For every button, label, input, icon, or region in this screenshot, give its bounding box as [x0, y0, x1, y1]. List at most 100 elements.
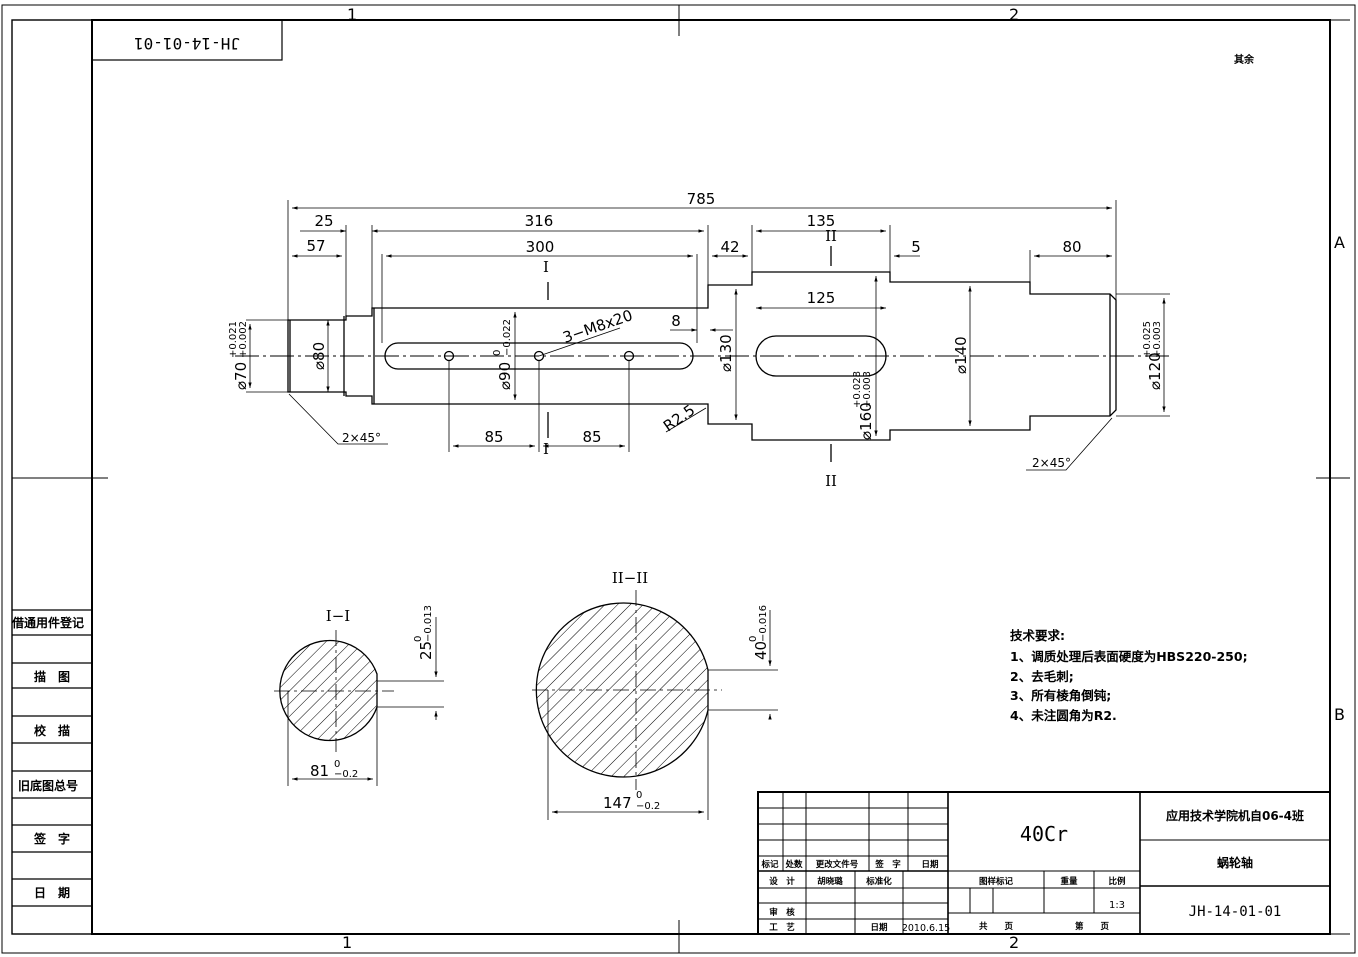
dim-85-right: 85: [582, 428, 601, 446]
tb-hdr-mark: 标记: [760, 859, 779, 870]
tb-school: 应用技术学院机自06-4班: [1166, 808, 1304, 823]
dia-70-tol-upper: +0.021: [228, 321, 239, 358]
section-i-width: 81: [310, 762, 329, 780]
chamfer-right: 2×45°: [1032, 456, 1071, 470]
tech-item-2: 2、去毛刺;: [1010, 669, 1074, 684]
dia-70-tol-lower: +0.002: [238, 321, 249, 358]
tech-item-1: 1、调质处理后表面硬度为HBS220-250;: [1010, 649, 1248, 664]
tb-total-pages: 共 页: [979, 921, 1014, 932]
zone-label-bottom-1: 1: [342, 933, 352, 952]
title-block: [757, 791, 1331, 935]
dia-120: ⌀120: [1146, 352, 1164, 390]
technical-requirements: 技术要求: 1、调质处理后表面硬度为HBS220-250; 2、去毛刺; 3、所…: [1010, 628, 1248, 723]
tb-design-label: 设 计: [769, 876, 795, 887]
tb-process: 工 艺: [769, 922, 795, 933]
tb-scale: 1:3: [1109, 900, 1125, 911]
dim-135: 135: [807, 212, 836, 230]
tb-scale-label: 比例: [1108, 876, 1126, 887]
dia-130: ⌀130: [717, 334, 735, 372]
dim-25: 25: [314, 212, 333, 230]
left-record-strip: [12, 609, 92, 907]
dia-70: ⌀70: [232, 362, 250, 390]
dia-90-tol-upper: 0: [492, 350, 503, 356]
section-mark-ii-top: II: [825, 227, 837, 245]
rotated-code-box: JH-14-01-01: [91, 19, 283, 61]
section-ii-width-tol-lower: −0.2: [636, 801, 660, 812]
section-ii-width-tol-upper: 0: [636, 790, 642, 801]
tb-hdr-sign: 签 字: [874, 859, 901, 870]
tech-item-3: 3、所有棱角倒钝;: [1010, 688, 1111, 703]
tb-sheet: 第 页: [1075, 921, 1110, 932]
section-i-key: 25: [417, 641, 435, 660]
tb-stage-mark: 图样标记: [979, 876, 1014, 887]
tech-item-4: 4、未注圆角为R2.: [1010, 708, 1117, 723]
dim-5: 5: [911, 238, 921, 256]
strip-borrowed-parts: 借通用件登记: [11, 615, 84, 630]
tb-material: 40Cr: [1020, 822, 1068, 846]
section-mark-i-top: I: [543, 258, 549, 276]
dia-140: ⌀140: [952, 336, 970, 374]
section-i-key-tol-upper: 0: [413, 636, 424, 642]
tb-hdr-date: 日期: [921, 859, 939, 870]
strip-check-tracing: 校 描: [34, 723, 70, 738]
dimension-lines: [246, 200, 1170, 471]
section-mark-i-bottom: I: [543, 440, 549, 458]
tb-hdr-change: 更改文件号: [816, 859, 859, 870]
tb-hdr-count: 处数: [784, 859, 803, 870]
dia-90: ⌀90: [496, 362, 514, 390]
dia-160-tol-lower: +0.003: [862, 371, 873, 408]
tb-weight: 重量: [1060, 876, 1078, 887]
zone-label-top-1: 1: [347, 5, 357, 24]
tb-date-value: 2010.6.15: [902, 923, 950, 934]
zone-label-bottom-2: 2: [1009, 933, 1019, 952]
dim-300: 300: [526, 238, 555, 256]
dia-120-tol-lower: +0.003: [1152, 321, 1163, 358]
section-ii-key-tol-upper: 0: [748, 636, 759, 642]
section-i-title: I−I: [326, 607, 350, 625]
strip-old-drawing-no: 旧底图总号: [18, 778, 78, 793]
section-i-view: [274, 617, 444, 786]
dim-85-left: 85: [484, 428, 503, 446]
title-block-texts: 标记 处数 更改文件号 签 字 日期 设 计 胡晓璐 标准化 审 核 工 艺 日…: [760, 808, 1304, 934]
dim-57: 57: [306, 237, 325, 255]
strip-tracing: 描 图: [34, 669, 70, 684]
tech-title: 技术要求:: [1010, 628, 1065, 643]
section-i-key-tol-lower: −0.013: [423, 605, 434, 642]
dia-120-tol-upper: +0.025: [1142, 321, 1153, 358]
section-i-width-tol-upper: 0: [334, 759, 340, 770]
tb-standard: 标准化: [865, 876, 892, 887]
strip-date: 日 期: [34, 885, 70, 900]
dim-overall-length: 785: [687, 190, 716, 208]
thread-callout: 3−M8x20: [560, 306, 634, 347]
rotated-drawing-code: JH-14-01-01: [134, 34, 240, 53]
drawing-frame: [1, 4, 1356, 954]
zone-label-B: B: [1334, 705, 1345, 724]
section-ii-width: 147: [603, 794, 632, 812]
dim-125: 125: [807, 289, 836, 307]
dia-160-tol-upper: +0.028: [852, 371, 863, 408]
section-ii-view: [532, 590, 778, 820]
zone-label-top-2: 2: [1009, 5, 1019, 24]
dim-316: 316: [525, 212, 554, 230]
dim-8: 8: [671, 312, 681, 330]
dia-90-tol-lower: −0.022: [502, 319, 513, 356]
section-ii-title: II−II: [612, 569, 648, 587]
tb-review: 审 核: [769, 907, 795, 918]
dim-80: 80: [1062, 238, 1081, 256]
zone-label-A: A: [1334, 233, 1345, 252]
remaining-roughness-note: 其余: [1234, 53, 1255, 66]
tb-drawing-number: JH-14-01-01: [1189, 904, 1282, 920]
section-cut-marks: [547, 246, 832, 462]
strip-signature: 签 字: [33, 831, 70, 846]
tb-part-name: 蜗轮轴: [1217, 855, 1253, 870]
dim-42: 42: [720, 238, 739, 256]
tb-designer: 胡晓璐: [817, 876, 843, 887]
dia-80: ⌀80: [310, 342, 328, 370]
section-ii-key: 40: [752, 641, 770, 660]
dia-160: ⌀160: [857, 402, 875, 440]
tb-date-label: 日期: [870, 922, 888, 933]
section-mark-ii-bottom: II: [825, 472, 837, 490]
chamfer-left: 2×45°: [342, 431, 381, 445]
section-ii-key-tol-lower: −0.016: [758, 605, 769, 642]
